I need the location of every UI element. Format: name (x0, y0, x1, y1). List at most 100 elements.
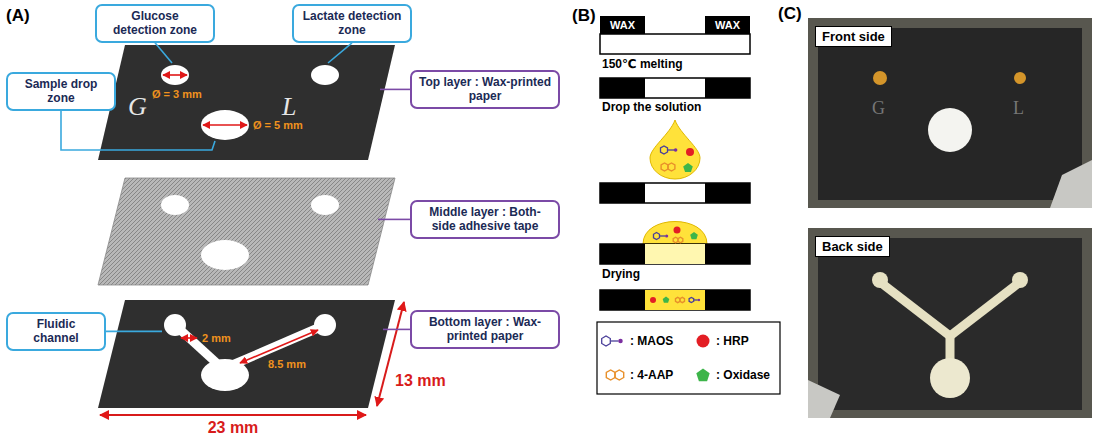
back-photo (818, 238, 1082, 410)
wax-block-text: WAX (705, 16, 750, 34)
channel-image (880, 282, 1020, 366)
fluidic-channel-shape (314, 314, 336, 336)
dimension-label: 8.5 mm (268, 358, 306, 371)
middle-layer-sheet (161, 195, 189, 215)
legend-text: : Oxidase (716, 367, 770, 383)
top-layer-sheet (98, 45, 395, 160)
aap-molecule (680, 297, 685, 302)
fluidic-channel-shape (201, 359, 249, 391)
maos-molecule (661, 146, 668, 154)
wax-process-steps (597, 322, 780, 394)
legend-swatch (695, 367, 711, 383)
middle-layer-sheet (98, 178, 395, 285)
aap-molecule (678, 237, 683, 243)
maos-molecule (694, 299, 698, 300)
back-photo (872, 272, 888, 288)
channel-image (950, 282, 1020, 336)
wax-process-steps (645, 290, 705, 310)
step-label: 150℃ melting (602, 58, 683, 72)
legend-swatch-shape (696, 369, 709, 382)
wax-process-steps (705, 183, 750, 203)
aap-molecule (668, 163, 675, 171)
middle-layer-sheet (98, 178, 395, 285)
front-photo (928, 108, 972, 152)
zone-letter: G (128, 92, 147, 122)
callout-box-text: Glucose detection zone (103, 9, 207, 38)
hrp-molecule (686, 148, 694, 156)
wax-block-text: WAX (600, 16, 645, 34)
layer-callout: Top layer : Wax-printed paper (410, 70, 560, 109)
front-photo (808, 18, 1092, 208)
maos-molecule (665, 234, 668, 237)
wax-block: WAX (705, 16, 750, 34)
front-photo (808, 18, 1092, 208)
legend-text: : MAOS (630, 333, 673, 349)
back-photo (1012, 272, 1028, 288)
top-layer-sheet (311, 65, 339, 85)
back-photo (808, 380, 840, 418)
maos-molecule (602, 336, 611, 346)
front-photo (1050, 160, 1092, 208)
top-layer-sheet (203, 124, 247, 126)
photo-tag: Front side (815, 26, 892, 47)
wax-process-steps (600, 244, 645, 264)
wax-process-steps (600, 78, 645, 98)
panel-letter: (A) (6, 6, 30, 26)
layer-callout-text: Bottom layer : Wax-printed paper (418, 315, 552, 344)
aap-molecule (661, 163, 668, 171)
aap-molecule (615, 370, 624, 380)
panel-letter: (C) (778, 4, 802, 24)
bottom-layer-sheet (181, 337, 197, 339)
layer-callout-text: Middle layer : Both-side adhesive tape (418, 205, 552, 234)
callout-box: Sample drop zone (6, 72, 116, 111)
maos-molecule (674, 148, 678, 152)
layer-callout: Bottom layer : Wax-printed paper (410, 310, 560, 349)
dimension-label: Ø = 5 mm (253, 119, 303, 132)
wax-process-steps (705, 244, 750, 264)
wax-process-steps (705, 78, 750, 98)
aap-molecule (673, 237, 678, 243)
oxidase-molecule (690, 232, 698, 239)
fluidic-channel-shape (164, 314, 186, 336)
maos-molecule (689, 297, 694, 302)
bottom-layer-sheet (98, 300, 395, 408)
maos-molecule (660, 235, 665, 236)
layer-callout-text: Top layer : Wax-printed paper (418, 75, 552, 104)
legend-swatch-shape (697, 335, 710, 348)
leader-line (378, 219, 410, 221)
wax-process-steps (600, 183, 750, 203)
top-layer-sheet (201, 110, 249, 140)
photo-tag: Back side (815, 236, 890, 257)
wax-process-steps (600, 183, 645, 203)
wax-process-steps (600, 34, 750, 54)
wax-process-steps (600, 78, 750, 98)
zone-letter: L (282, 92, 296, 122)
dimension-label: 2 mm (202, 332, 231, 345)
callout-box: Lactate detection zone (292, 4, 412, 43)
oxidase-molecule (683, 163, 693, 172)
wax-block: WAX (600, 16, 645, 34)
front-photo (818, 28, 1082, 200)
top-layer-sheet (163, 74, 187, 76)
wax-process-steps (645, 244, 705, 264)
maos-molecule (618, 339, 623, 344)
leader-line (106, 331, 162, 333)
front-photo (1014, 72, 1026, 84)
callout-box: Fluidic channel (6, 312, 106, 351)
dimension-label: 23 mm (208, 419, 259, 437)
bottom-layer-sheet (98, 300, 395, 408)
channel-image (880, 282, 950, 336)
dimension-lines (100, 414, 366, 416)
step-label: Drying (602, 268, 640, 282)
maos-molecule (654, 233, 660, 240)
dimension-lines (100, 302, 404, 415)
wax-process-steps (600, 290, 750, 310)
photo-tag-text: Front side (822, 29, 885, 44)
layer-callout: Middle layer : Both-side adhesive tape (410, 200, 560, 239)
step-label: Drop the solution (602, 101, 701, 115)
legend-text: : 4-AAP (630, 367, 673, 383)
back-photo (930, 358, 970, 398)
photo-letter: L (1013, 98, 1024, 119)
dimension-label: 13 mm (395, 372, 446, 390)
